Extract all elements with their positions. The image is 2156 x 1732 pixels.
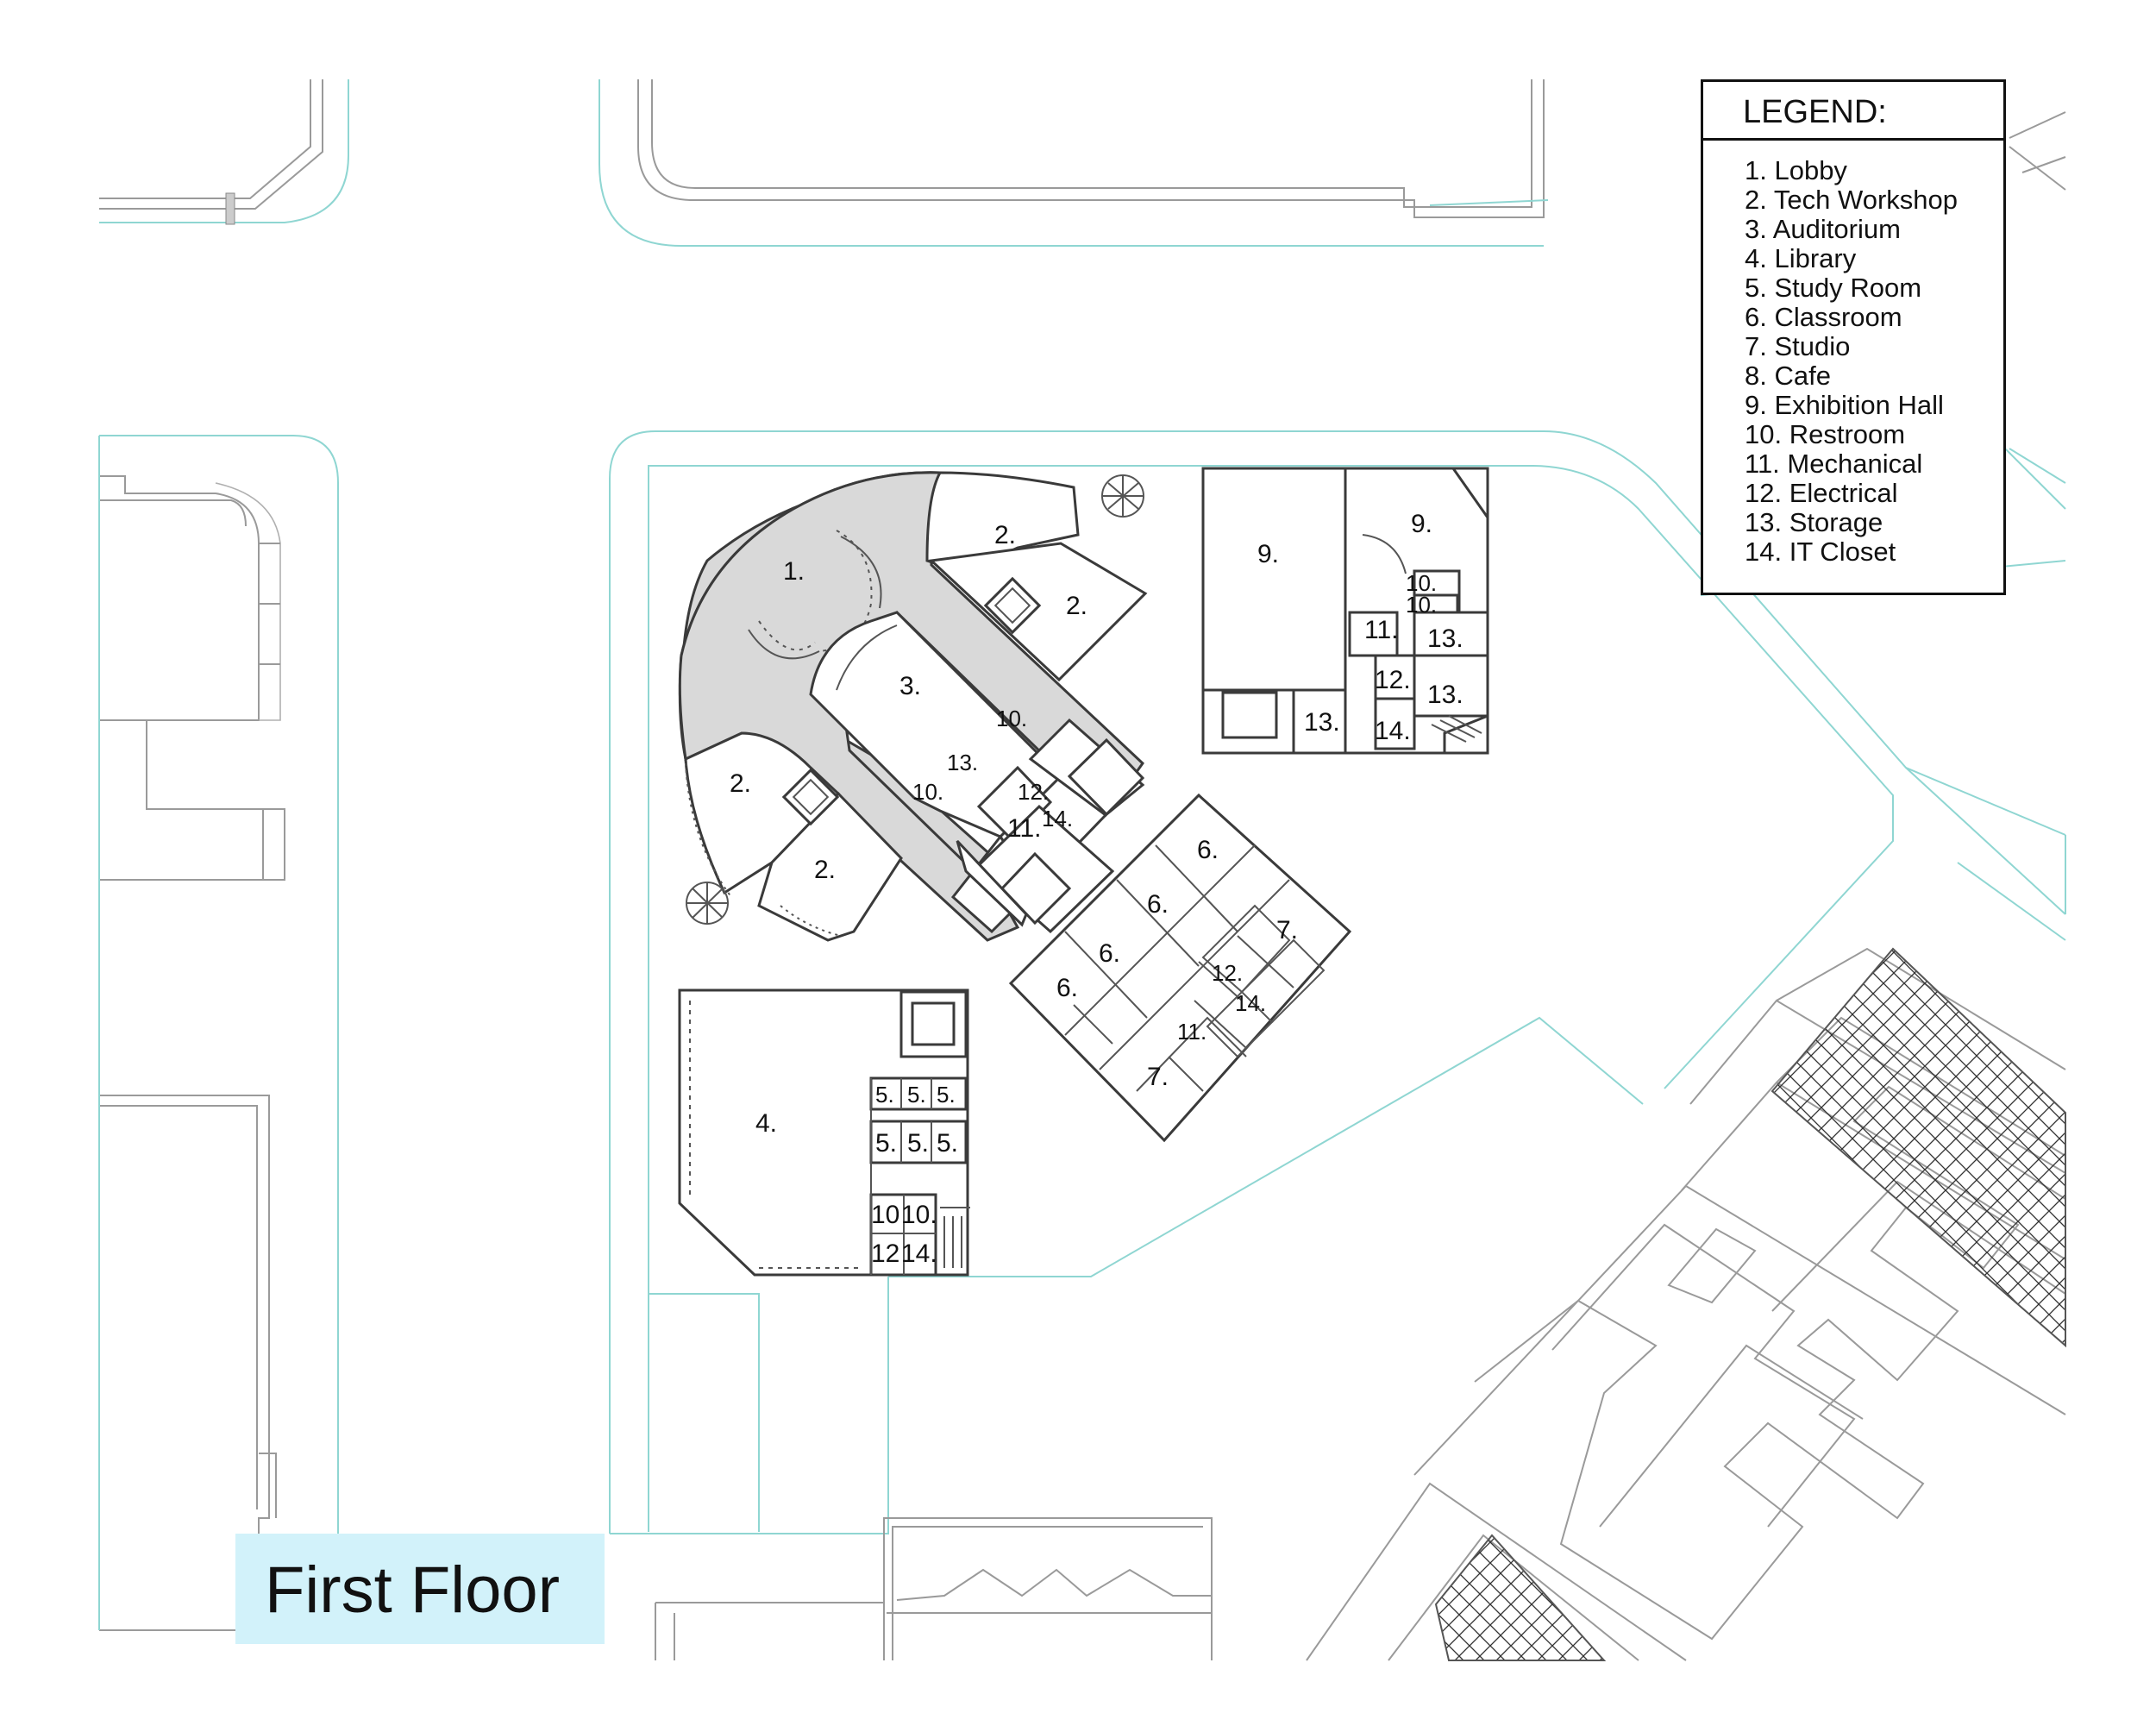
room-label-storage-a: 13. (947, 750, 978, 775)
building-library (678, 988, 970, 1277)
room-label-workshop-4: 2. (814, 856, 836, 884)
legend-title: LEGEND: (1703, 82, 2003, 141)
room-label-restroom-a1: 10. (996, 706, 1027, 731)
room-label-electrical-c: 12. (1212, 960, 1243, 986)
room-label-auditorium: 3. (899, 672, 921, 700)
room-label-workshop-3: 2. (730, 769, 751, 798)
room-label-itcloset-a: 14. (1042, 806, 1073, 831)
room-label-electrical-b: 12. (1375, 666, 1411, 694)
room-label-restroom-d2: 10. (901, 1201, 937, 1229)
legend-list: 1. Lobby 2. Tech Workshop 3. Auditorium … (1703, 141, 2003, 567)
legend-item: 7. Studio (1745, 331, 1851, 361)
context-buildings (98, 79, 2066, 1661)
legend-item: 14. IT Closet (1745, 537, 1896, 567)
legend-item: 12. Electrical (1745, 478, 1898, 508)
room-label-electrical-a: 12. (1018, 779, 1049, 805)
building-classrooms (1008, 793, 1352, 1143)
room-label-exhibition-1: 9. (1257, 540, 1279, 568)
room-label-classroom-1: 6. (1197, 836, 1219, 864)
room-label-mechanical-c: 11. (1177, 1019, 1206, 1045)
room-label-itcloset-d: 14. (901, 1239, 937, 1268)
room-label-studio-2: 7. (1147, 1063, 1169, 1091)
legend-item: 13. Storage (1745, 507, 1883, 537)
room-label-workshop-1: 2. (994, 521, 1016, 549)
room-label-storage-b3: 13. (1304, 708, 1340, 737)
legend-item: 8. Cafe (1745, 361, 1831, 391)
room-label-restroom-b1: 10. (1406, 570, 1437, 596)
legend-item: 5. Study Room (1745, 273, 1922, 303)
building-lobby-cluster (678, 471, 1148, 942)
legend-item: 3. Auditorium (1745, 214, 1901, 244)
legend-item: 10. Restroom (1745, 419, 1906, 449)
room-label-itcloset-c: 14. (1235, 990, 1266, 1016)
room-label-library: 4. (755, 1109, 777, 1138)
building-exhibition (1201, 467, 1489, 755)
room-label-study-1: 5. (875, 1082, 894, 1108)
room-label-study-2: 5. (907, 1082, 926, 1108)
room-label-storage-b2: 13. (1427, 681, 1463, 709)
room-label-study-6: 5. (937, 1129, 958, 1158)
room-labels: 1. 2. 2. 2. 2. 3. 10. 13. 10. 12. 14. 11… (730, 510, 1463, 1268)
room-label-itcloset-b: 14. (1375, 717, 1411, 745)
legend-item: 9. Exhibition Hall (1745, 390, 1944, 420)
room-label-restroom-a2: 10. (912, 779, 943, 805)
room-label-study-5: 5. (907, 1129, 929, 1158)
room-label-restroom-b2: 10. (1406, 592, 1437, 618)
room-label-lobby: 1. (783, 557, 805, 586)
legend-item: 11. Mechanical (1745, 449, 1923, 479)
floor-title: First Floor (235, 1534, 605, 1644)
legend-item: 2. Tech Workshop (1745, 185, 1958, 215)
room-label-mechanical-a: 11. (1007, 814, 1041, 843)
legend-item: 4. Library (1745, 243, 1857, 273)
room-label-storage-b1: 13. (1427, 624, 1463, 653)
legend-box: LEGEND: 1. Lobby 2. Tech Workshop 3. Aud… (1701, 79, 2006, 595)
room-label-workshop-2: 2. (1066, 592, 1087, 620)
room-label-study-4: 5. (875, 1129, 897, 1158)
room-label-studio-1: 7. (1276, 916, 1298, 944)
room-label-classroom-2: 6. (1147, 890, 1169, 919)
room-label-classroom-3: 6. (1099, 939, 1120, 968)
room-label-classroom-4: 6. (1056, 974, 1078, 1002)
legend-item: 6. Classroom (1745, 302, 1902, 332)
room-label-exhibition-2: 9. (1411, 510, 1432, 538)
room-label-study-3: 5. (937, 1082, 956, 1108)
room-label-restroom-d1: 10 (871, 1201, 899, 1229)
legend-item: 1. Lobby (1745, 155, 1847, 185)
room-label-mechanical-b: 11. (1364, 616, 1398, 644)
room-label-electrical-d: 12 (871, 1239, 899, 1268)
